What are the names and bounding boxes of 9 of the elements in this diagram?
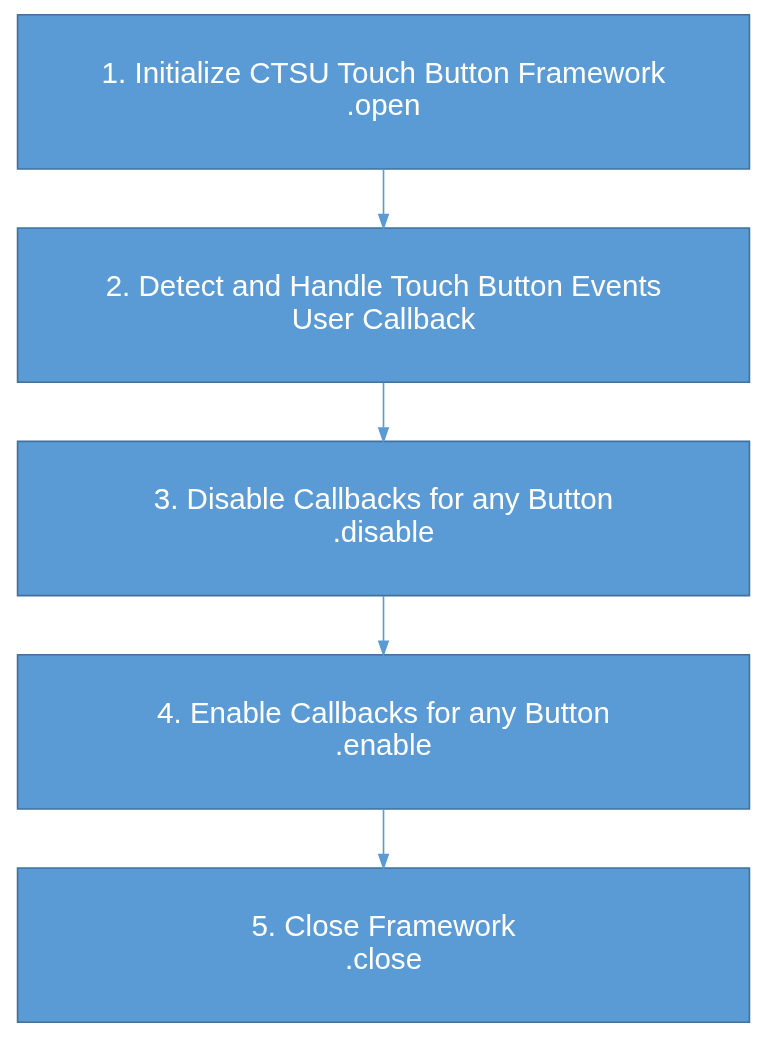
node-box: 5. Close Framework .close: [16, 867, 751, 1024]
arrow: [377, 595, 390, 657]
arrow: [377, 808, 390, 871]
node-box: 3. Disable Callbacks for any Button .disable: [16, 440, 751, 597]
node-box: 4. Enable Callbacks for any Button .enable: [16, 653, 751, 810]
node-box: 1. Initialize CTSU Touch Button Framework .open: [16, 13, 751, 170]
node-box: 2. Detect and Handle Touch Button Events User Callback: [16, 227, 751, 384]
arrow: [377, 381, 390, 444]
arrow: [377, 168, 390, 231]
